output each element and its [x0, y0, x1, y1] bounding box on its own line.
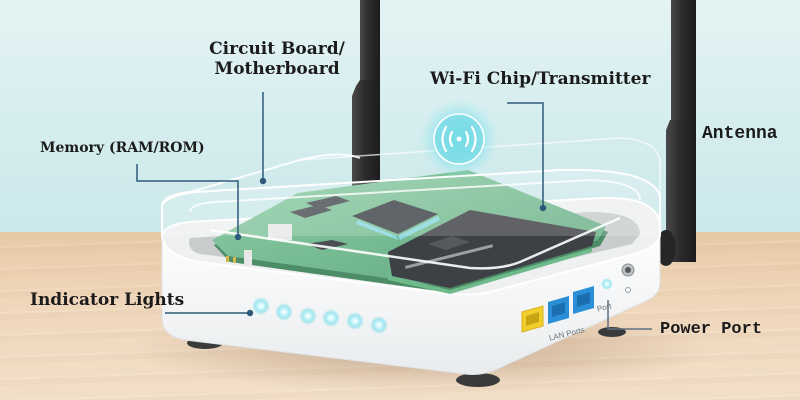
circuit-board: [212, 170, 608, 294]
label-antenna: Antenna: [702, 124, 778, 144]
indicator-lights: [252, 297, 388, 334]
antenna-right: [656, 0, 696, 266]
leader-dots: [234, 177, 547, 317]
wifi-broadcast-icon: [419, 99, 499, 179]
antenna-hinge: [656, 230, 676, 266]
leader-dot: [259, 177, 267, 185]
label-circuit-board: Circuit Board/ Motherboard: [208, 39, 346, 79]
antenna-left: [352, 0, 380, 200]
ports: [521, 263, 635, 333]
label-wifi-chip: Wi-Fi Chip/Transmitter: [430, 69, 651, 89]
indicator-led: [252, 297, 270, 315]
processor-chip: [352, 200, 440, 240]
leader-memory: [136, 164, 239, 237]
label-indicator-lights: Indicator Lights: [30, 290, 185, 310]
indicator-led: [370, 316, 388, 334]
memory-chip: [290, 196, 350, 250]
label-circuit-board-line1: Circuit Board/: [209, 39, 345, 59]
label-power-port: Power Port: [660, 320, 763, 339]
indicator-led: [322, 309, 340, 327]
leader-dot: [246, 309, 254, 317]
router-foot: [456, 373, 500, 387]
leader-power-port: [607, 300, 652, 330]
label-memory: Memory (RAM/ROM): [40, 140, 205, 156]
indicator-led: [346, 312, 364, 330]
indicator-led: [275, 303, 293, 321]
leader-dot: [234, 233, 242, 241]
leader-wifi-chip: [507, 102, 544, 208]
label-circuit-board-line2: Motherboard: [214, 58, 340, 79]
transparent-cover: [161, 137, 661, 270]
leader-lines: [136, 92, 652, 330]
power-led: [601, 278, 613, 290]
leader-dot: [539, 204, 547, 212]
indicator-led: [299, 307, 317, 325]
